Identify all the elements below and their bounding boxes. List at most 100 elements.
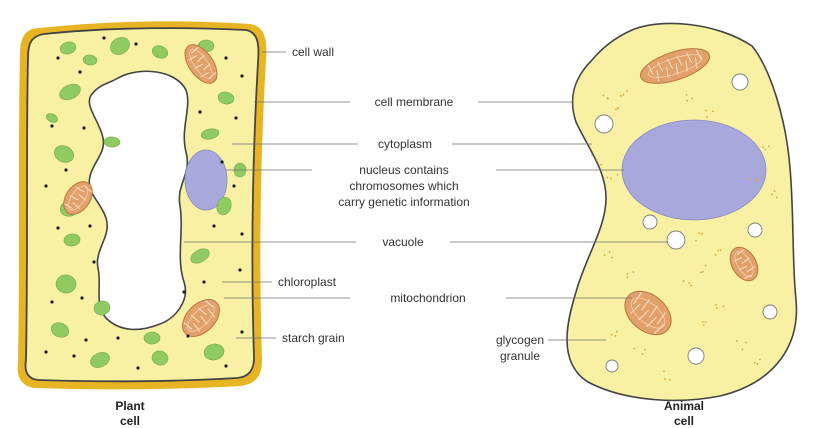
starch-grain [198, 110, 201, 113]
glycogen-granule [771, 194, 773, 196]
glycogen-granule [626, 273, 628, 275]
glycogen-granule [774, 190, 776, 192]
starch-grain [84, 338, 87, 341]
caption-animal-line2: cell [674, 414, 694, 428]
glycogen-granule [691, 98, 693, 100]
starch-grain [240, 330, 243, 333]
animal-cell [567, 23, 796, 400]
starch-grain [186, 334, 189, 337]
glycogen-granule [633, 271, 635, 273]
glycogen-granule [615, 109, 617, 111]
glycogen-granule [748, 178, 750, 180]
glycogen-granule [611, 334, 613, 336]
glycogen-granule [762, 147, 764, 149]
glycogen-granule [715, 304, 717, 306]
glycogen-granule [765, 149, 767, 151]
starch-grain [232, 184, 235, 187]
glycogen-granule [683, 280, 685, 282]
starch-grain [134, 42, 137, 45]
starch-grain [202, 280, 205, 283]
glycogen-granule [706, 116, 708, 118]
small-vacuole [748, 223, 762, 237]
glycogen-granule [695, 240, 697, 242]
captions: Plant cell Animal cell [115, 399, 704, 428]
starch-grain [234, 116, 237, 119]
glycogen-granule [669, 379, 671, 381]
glycogen-granule [626, 277, 628, 279]
chloroplast [144, 332, 160, 344]
starch-grain [88, 224, 91, 227]
glycogen-granule [596, 159, 598, 161]
caption-animal-line1: Animal [664, 399, 704, 413]
starch-grain [44, 184, 47, 187]
glycogen-granule [701, 233, 703, 235]
glycogen-granule [686, 100, 688, 102]
starch-grain [56, 226, 59, 229]
glycogen-granule [603, 95, 605, 97]
glycogen-granule [607, 177, 609, 179]
small-vacuole [595, 115, 613, 133]
glycogen-granule [686, 94, 688, 96]
label-mitochondrion: mitochondrion [390, 291, 465, 305]
glycogen-granule [776, 197, 778, 199]
starch-grain [240, 232, 243, 235]
glycogen-granule [591, 155, 593, 157]
glycogen-granule [609, 251, 611, 253]
label-cell-wall: cell wall [292, 45, 334, 59]
starch-grain [238, 268, 241, 271]
starch-grain [136, 366, 139, 369]
glycogen-granule [745, 342, 747, 344]
glycogen-granule [620, 95, 622, 97]
small-vacuole [606, 360, 618, 372]
starch-grain [50, 300, 53, 303]
starch-grain [116, 336, 119, 339]
label-cytoplasm: cytoplasm [378, 137, 432, 151]
starch-grain [212, 224, 215, 227]
starch-grain [224, 364, 227, 367]
glycogen-granule [702, 271, 704, 273]
glycogen-granule [626, 90, 628, 92]
glycogen-granule [644, 349, 646, 351]
starch-grain [220, 160, 223, 163]
starch-grain [80, 296, 83, 299]
glycogen-granule [759, 359, 761, 361]
glycogen-granule [756, 179, 758, 181]
starch-grain [44, 350, 47, 353]
starch-grain [240, 74, 243, 77]
glycogen-granule [703, 324, 705, 326]
glycogen-granule [705, 110, 707, 112]
glycogen-granule [754, 362, 756, 364]
starch-grain [82, 126, 85, 129]
label-glycogen-line2: granule [500, 349, 540, 363]
animal-cell-nucleus [622, 120, 766, 220]
glycogen-granule [700, 271, 702, 273]
starch-grain [92, 260, 95, 263]
small-vacuole [667, 231, 685, 249]
glycogen-granule [616, 331, 618, 333]
glycogen-granule [705, 265, 707, 267]
glycogen-granule [623, 94, 625, 96]
glycogen-granule [604, 254, 606, 256]
glycogen-granule [664, 378, 666, 380]
glycogen-granule [611, 257, 613, 259]
glycogen-granule [720, 249, 722, 251]
starch-grain [64, 168, 67, 171]
glycogen-granule [768, 145, 770, 147]
glycogen-granule [610, 178, 612, 180]
glycogen-granule [712, 111, 714, 113]
small-vacuole [643, 215, 657, 229]
glycogen-granule [698, 232, 700, 234]
starch-grain [182, 290, 185, 293]
glycogen-granule [702, 321, 704, 323]
label-nucleus-line3: carry genetic information [338, 195, 469, 209]
glycogen-granule [717, 250, 719, 252]
plant-cell [18, 21, 267, 389]
small-vacuole [732, 74, 748, 90]
starch-grain [78, 70, 81, 73]
label-chloroplast: chloroplast [278, 275, 337, 289]
glycogen-granule [716, 307, 718, 309]
glycogen-granule [633, 348, 635, 350]
glycogen-granule [606, 97, 608, 99]
glycogen-granule [705, 321, 707, 323]
labels: cell wall cell membrane cytoplasm nucleu… [278, 45, 544, 363]
